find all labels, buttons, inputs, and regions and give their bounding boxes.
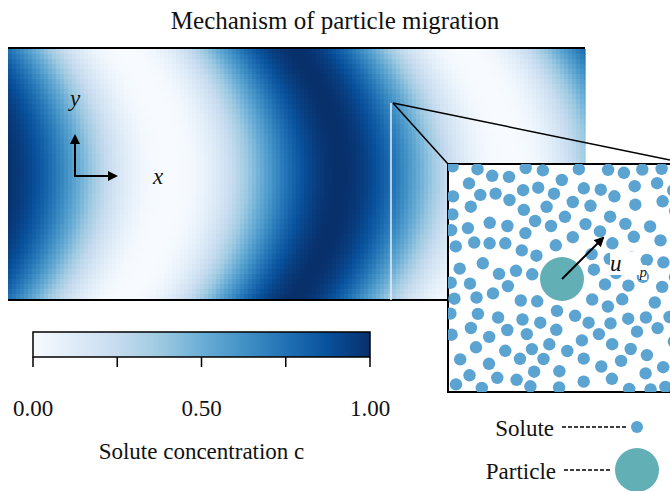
legend-label: Particle (486, 460, 556, 483)
velocity-subscript: p (639, 265, 647, 280)
figure-title: Mechanism of particle migration (171, 8, 499, 33)
legend-label: Solute (495, 417, 554, 440)
colorbar (33, 332, 370, 357)
velocity-label: u⃗ (610, 252, 639, 275)
axes-glyph (74, 136, 116, 176)
zoom-inset (448, 164, 670, 392)
zoom-leader (393, 103, 670, 160)
solute-dots (448, 164, 670, 392)
legend-leader (564, 469, 612, 470)
axis-label: y (70, 87, 80, 110)
legend-swatch (615, 448, 659, 491)
zoom-region-edge (390, 103, 392, 300)
legend-leader (562, 426, 626, 427)
colorbar-title: Solute concentration c (99, 440, 305, 463)
axis-label: x (153, 165, 163, 188)
channel-wall (8, 47, 585, 49)
legend-swatch (631, 421, 643, 433)
colorbar-ticks (33, 357, 370, 367)
velocity-arrow (562, 238, 603, 279)
colorbar-tick-label: 0.00 (13, 397, 53, 420)
colorbar-tick-label: 0.50 (181, 397, 221, 420)
colorbar-tick-label: 1.00 (350, 397, 390, 420)
